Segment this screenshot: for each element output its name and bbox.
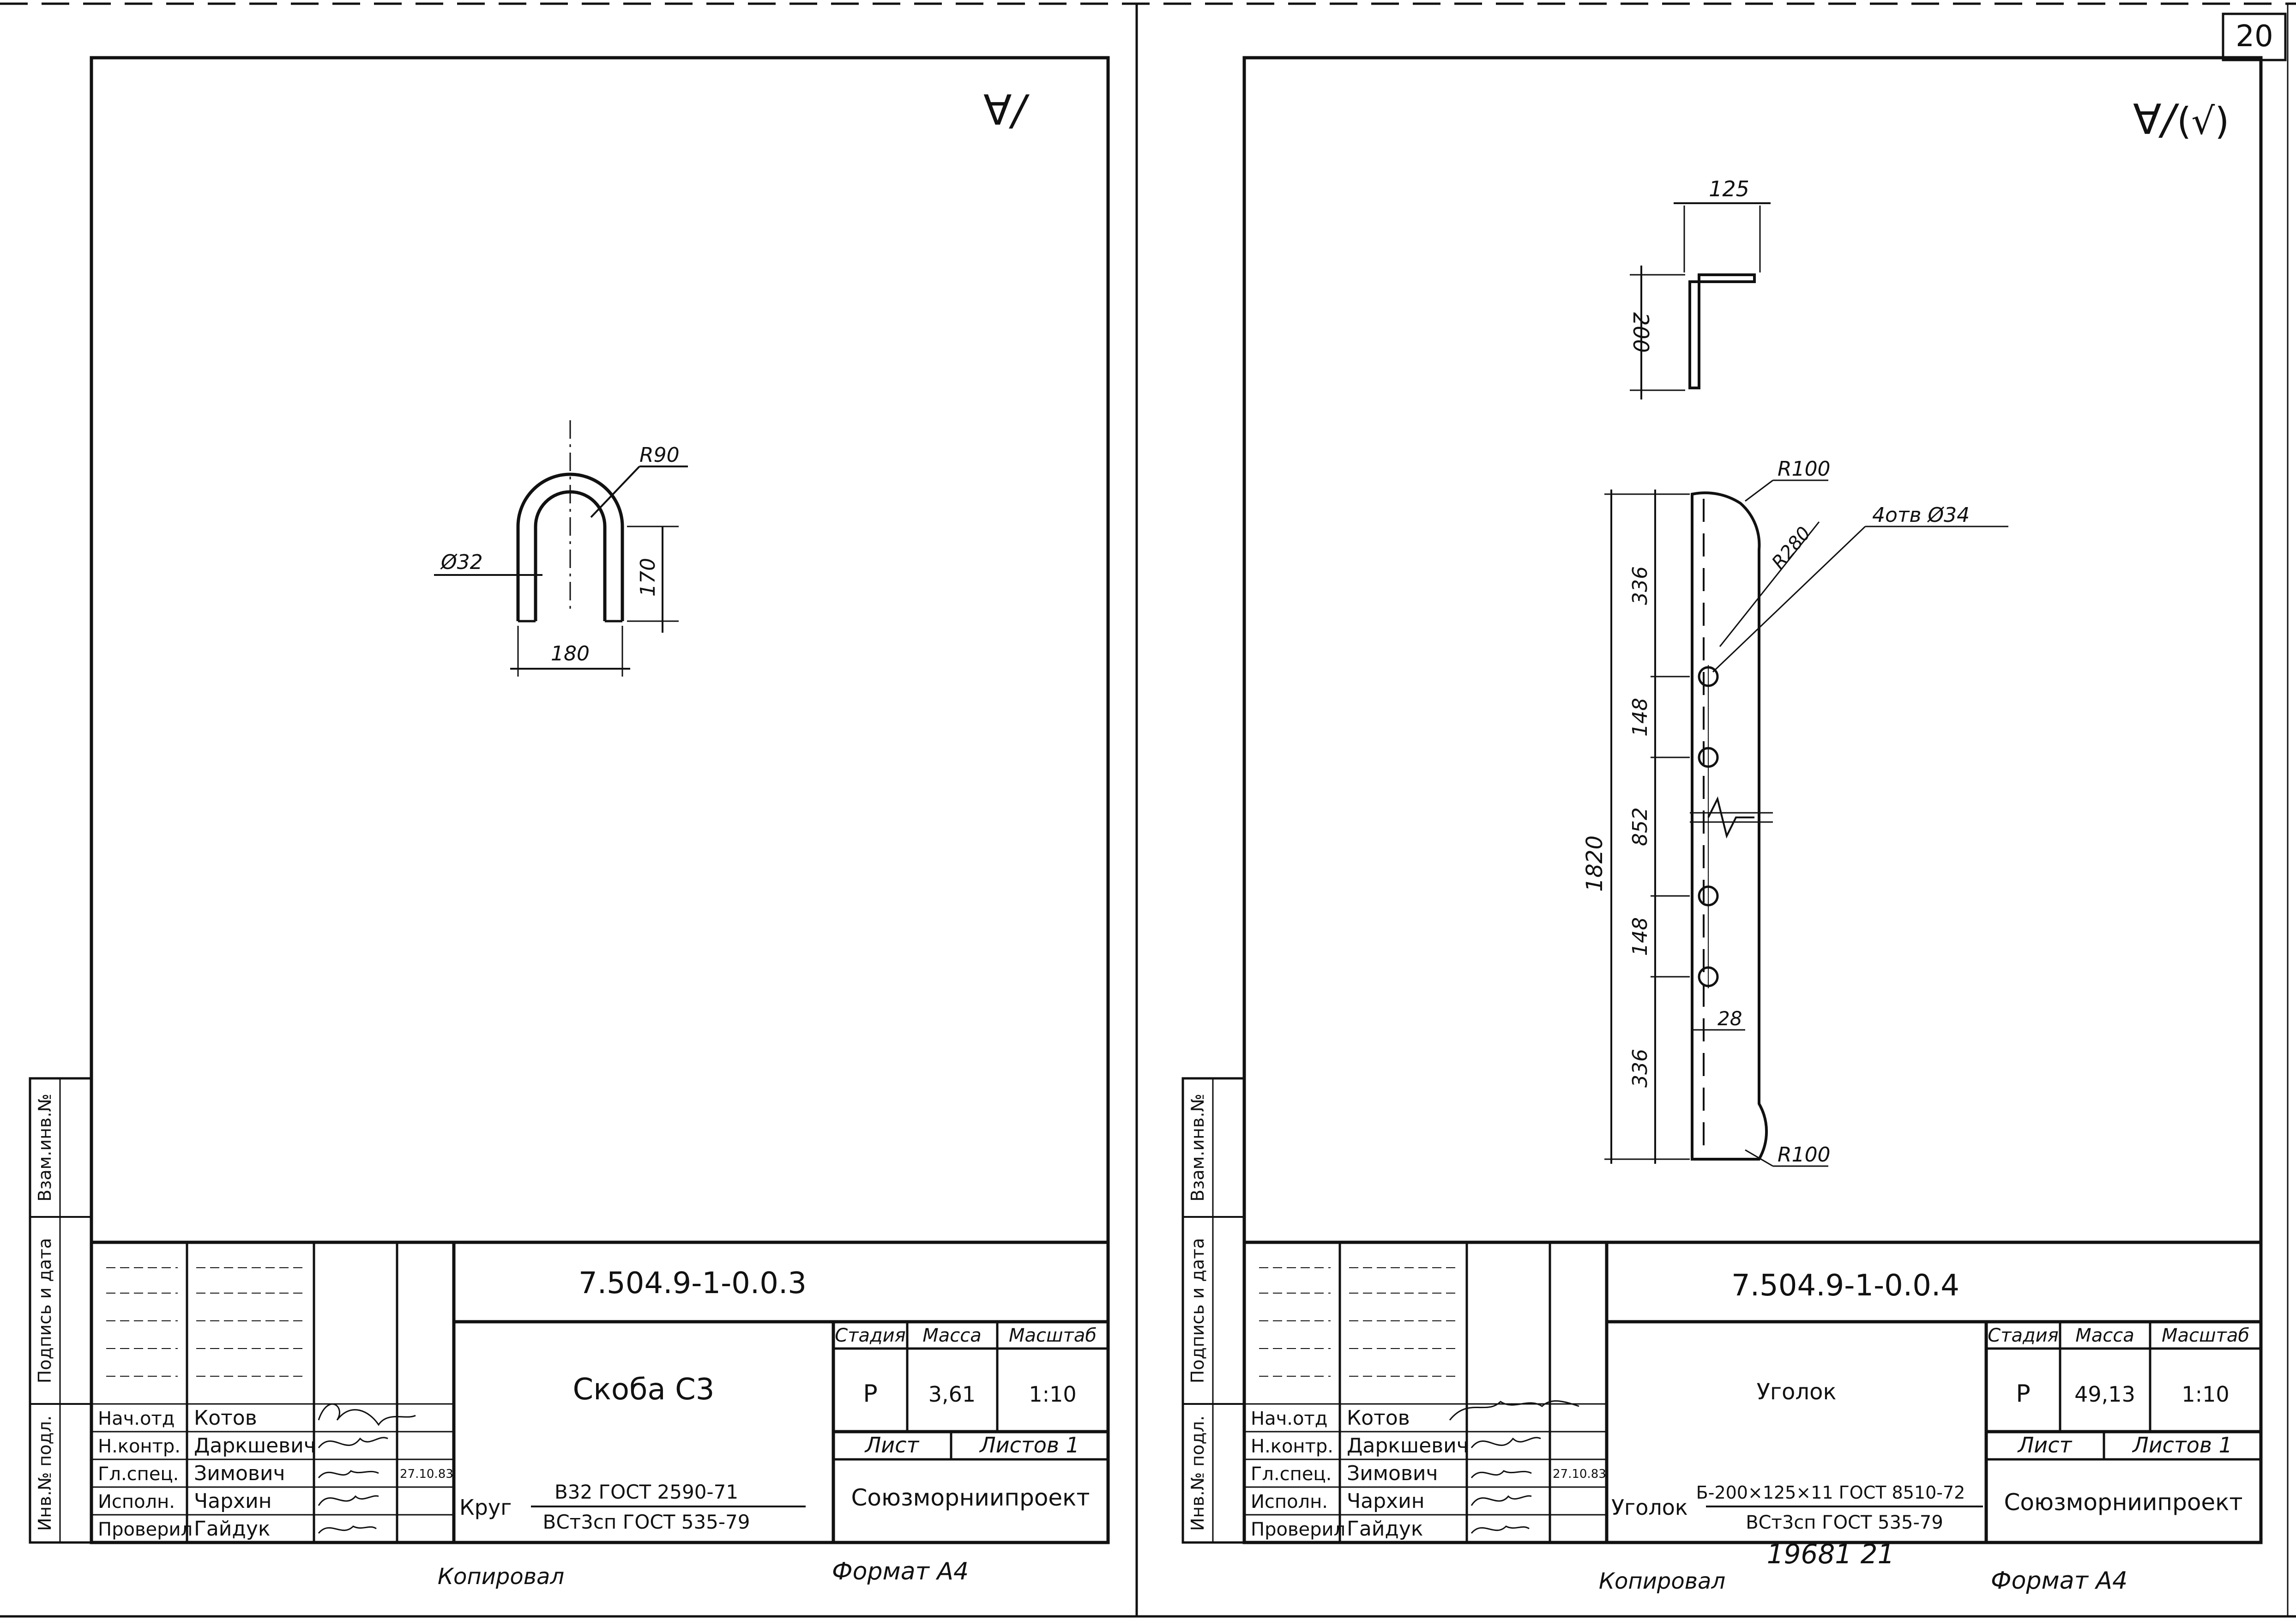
scale-value: 1:10 [1029, 1382, 1076, 1407]
roughness-paren: (√) [2177, 100, 2229, 143]
role-1: Н.контр. [98, 1436, 181, 1457]
role-2: Гл.спец. [1251, 1464, 1332, 1485]
role-0: Нач.отд [1251, 1408, 1327, 1429]
name-1: Даркшевич [194, 1434, 316, 1458]
roughness-mark: ∀∕ [983, 86, 1030, 135]
roughness-mark: ∀∕ [2133, 96, 2180, 144]
dim-r-hole: R280 [1768, 523, 1815, 573]
dim-seg3: 852 [1628, 807, 1652, 846]
strip-label-replace: Взам.инв.№ [1187, 1094, 1208, 1202]
right-sheet: Инв.№ подл. Подпись и дата Взам.инв.№ ∀∕… [1181, 56, 2263, 1595]
name-4: Гайдук [194, 1517, 270, 1541]
dim-height: 170 [636, 558, 660, 597]
copied-label: Копировал [438, 1564, 564, 1590]
left-sheet: Инв.№ подл. Подпись и дата Взам.инв.№ ∀∕… [29, 56, 1110, 1590]
role-4: Проверил [1251, 1519, 1345, 1540]
material-prefix: Уголок [1611, 1495, 1688, 1520]
signatures [318, 1403, 416, 1534]
material-top: В32 ГОСТ 2590-71 [554, 1481, 738, 1503]
role-4: Проверил [98, 1519, 193, 1540]
scale-value: 1:10 [2182, 1382, 2229, 1407]
material-bottom: ВСт3сп ГОСТ 535-79 [543, 1511, 750, 1533]
dim-width: 180 [551, 642, 590, 665]
name-2: Зимович [1347, 1462, 1438, 1485]
dim-flange: 125 [1709, 176, 1749, 201]
name-1: Даркшевич [1347, 1434, 1469, 1458]
name-0: Котов [194, 1406, 257, 1430]
dim-seg4: 148 [1628, 917, 1652, 956]
handwritten-number: 19681 21 [1767, 1538, 1895, 1570]
dim-seg1: 336 [1628, 566, 1652, 605]
col-mass: Масса [922, 1325, 982, 1346]
mass-value: 49,13 [2074, 1382, 2135, 1407]
date: 27.10.83 [1553, 1467, 1606, 1481]
sheet-label: Лист [2017, 1433, 2073, 1458]
stage-value: Р [2016, 1380, 2030, 1408]
date: 27.10.83 [400, 1467, 453, 1481]
sheets-label: Листов 1 [979, 1433, 1079, 1458]
dim-seg2: 148 [1628, 698, 1652, 737]
name-0: Котов [1347, 1406, 1410, 1430]
angle-section: 125 200 [1628, 176, 1771, 399]
col-mass: Масса [2075, 1325, 2134, 1346]
role-3: Исполн. [1251, 1491, 1328, 1512]
copied-label: Копировал [1599, 1568, 1725, 1594]
signatures [1449, 1400, 1579, 1534]
sheets-label: Листов 1 [2132, 1433, 2232, 1458]
role-1: Н.контр. [1251, 1436, 1333, 1457]
strip-label-inv: Инв.№ подл. [1187, 1415, 1208, 1531]
part-title: Уголок [1757, 1379, 1837, 1405]
role-0: Нач.отд [98, 1408, 175, 1429]
dim-r-top: R100 [1778, 457, 1831, 481]
organization: Союзморниипроект [851, 1484, 1090, 1511]
strip-label-sign: Подпись и дата [1187, 1238, 1208, 1384]
drawing-code: 7.504.9-1-0.0.3 [579, 1266, 807, 1300]
material-top: Б-200×125×11 ГОСТ 8510-72 [1696, 1482, 1965, 1503]
name-3: Чархин [194, 1489, 271, 1513]
dim-diameter: Ø32 [440, 550, 483, 574]
title-block-left: Нач.отд Н.контр. Гл.спец. Исполн. Провер… [91, 1240, 1108, 1542]
page-number: 20 [2236, 19, 2273, 54]
name-3: Чархин [1347, 1489, 1424, 1513]
part-title: Скоба С3 [573, 1373, 715, 1407]
strip-label-replace: Взам.инв.№ [35, 1094, 55, 1202]
angle-elevation: R100 4отв Ø34 R280 R100 28 [1582, 457, 2008, 1167]
mass-value: 3,61 [928, 1382, 976, 1407]
col-stage: Стадия [1988, 1325, 2058, 1346]
format-label: Формат А4 [832, 1558, 969, 1585]
role-2: Гл.спец. [98, 1464, 179, 1485]
dim-holes: 4отв Ø34 [1872, 503, 1970, 527]
format-label: Формат А4 [1991, 1567, 2127, 1595]
name-4: Гайдук [1347, 1517, 1423, 1541]
role-3: Исполн. [98, 1491, 175, 1512]
dim-leg: 200 [1628, 312, 1653, 353]
dim-r-bottom: R100 [1778, 1143, 1831, 1167]
sheet-label: Лист [864, 1433, 920, 1458]
name-2: Зимович [194, 1462, 285, 1485]
material-prefix: Круг [459, 1495, 512, 1520]
drawing-code: 7.504.9-1-0.0.4 [1731, 1269, 1959, 1303]
page-number-box: 20 [2222, 12, 2287, 61]
title-block-right: Нач.отд Н.контр. Гл.спец. Исполн. Провер… [1244, 1240, 2261, 1542]
organization: Союзморниипроект [2004, 1489, 2242, 1516]
bracket-drawing: R90 Ø32 170 180 [434, 420, 688, 677]
strip-label-inv: Инв.№ подл. [35, 1415, 55, 1531]
dim-seg5: 336 [1628, 1049, 1652, 1088]
dim-edge: 28 [1717, 1007, 1742, 1030]
stage-value: Р [863, 1380, 877, 1408]
col-stage: Стадия [835, 1325, 905, 1346]
col-scale: Масштаб [2162, 1325, 2249, 1346]
material-bottom: ВСт3сп ГОСТ 535-79 [1746, 1512, 1943, 1533]
dim-total: 1820 [1582, 835, 1608, 892]
strip-label-sign: Подпись и дата [35, 1238, 55, 1384]
col-scale: Масштаб [1009, 1325, 1097, 1346]
dim-radius: R90 [639, 443, 680, 467]
